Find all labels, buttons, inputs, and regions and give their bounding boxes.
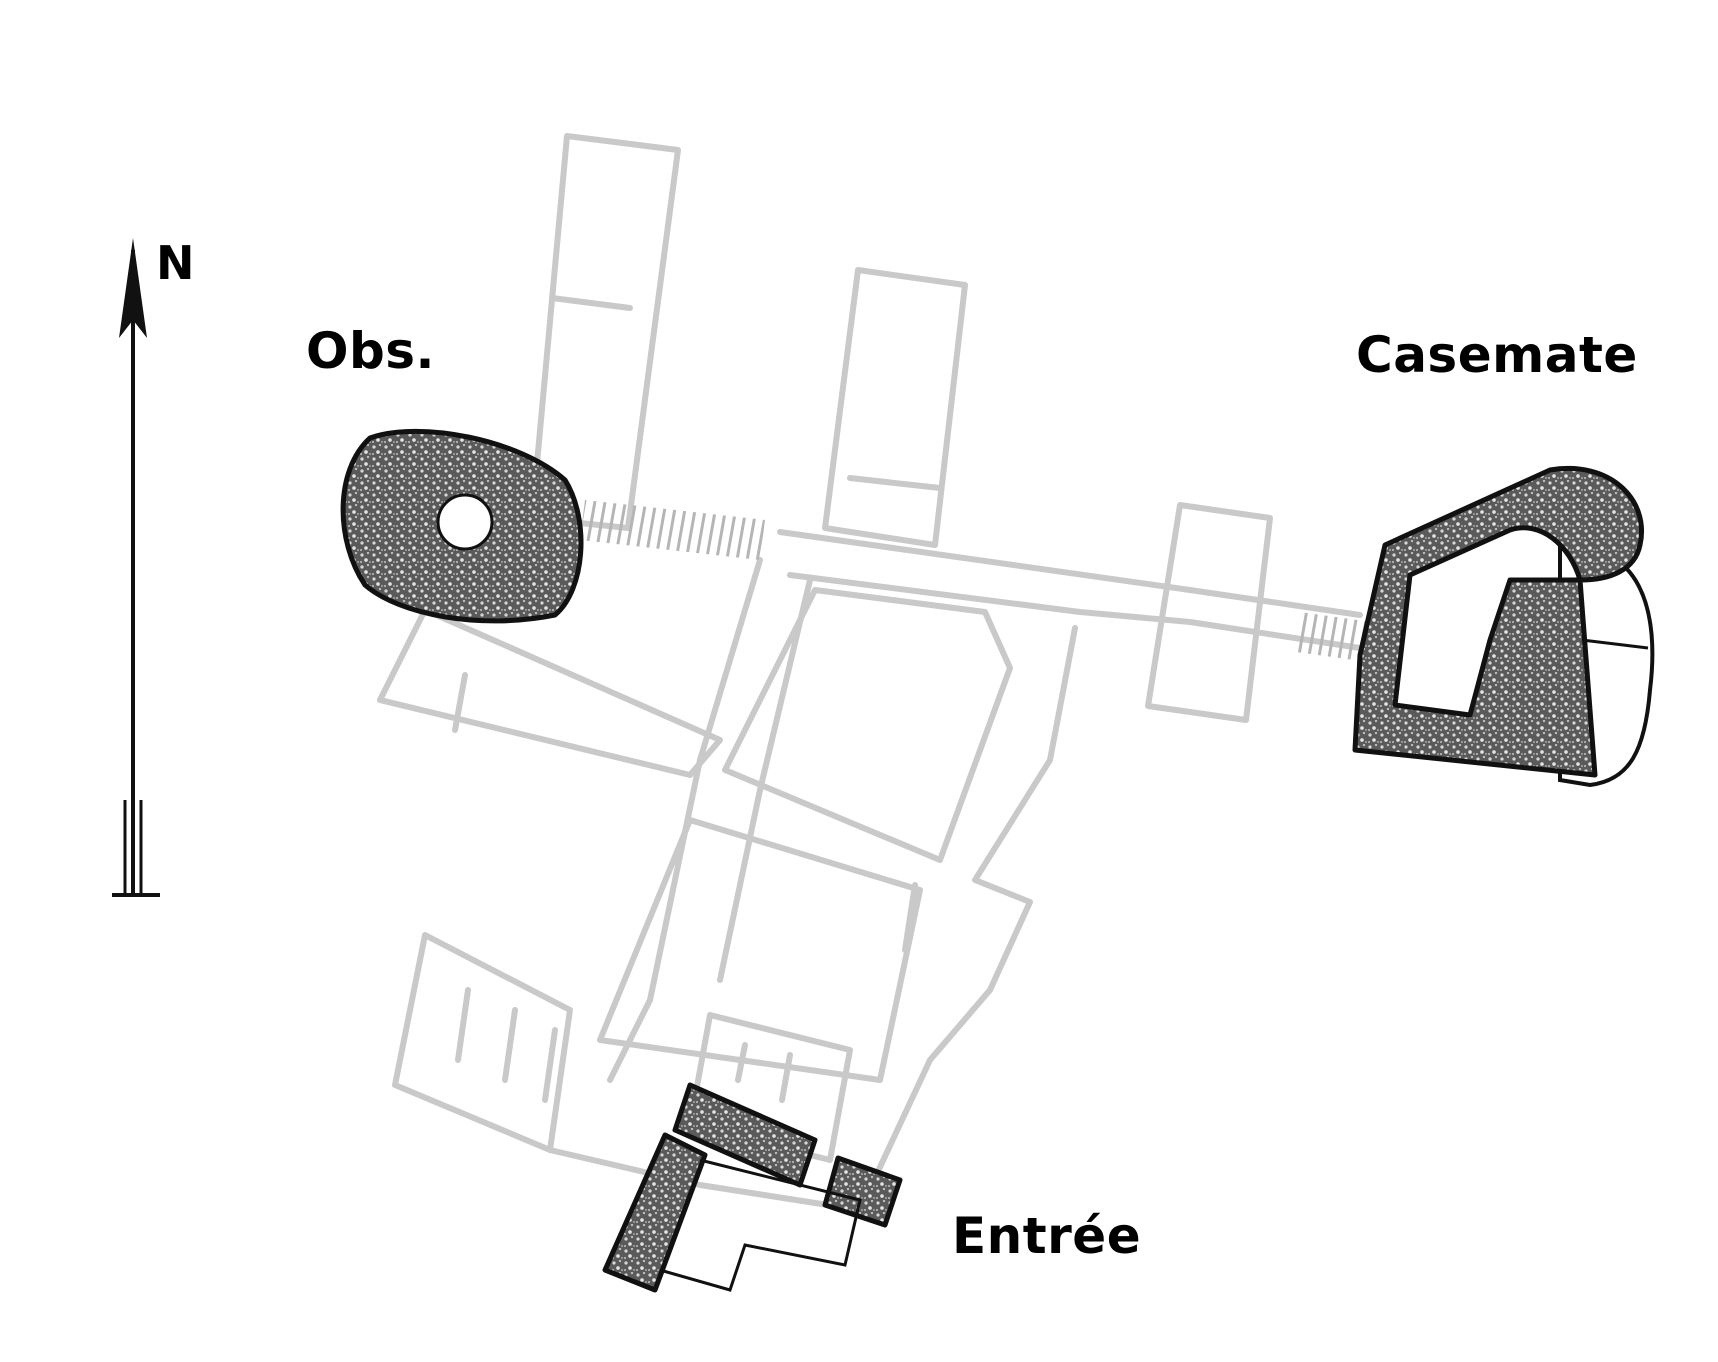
casemate-block bbox=[1352, 466, 1655, 788]
passage-obs bbox=[580, 500, 765, 560]
entrance-block bbox=[602, 1082, 903, 1293]
underground-galleries bbox=[377, 133, 1363, 1213]
north-arrow-icon bbox=[112, 238, 160, 897]
observation-block bbox=[340, 428, 584, 624]
passage-casemate bbox=[1296, 612, 1372, 662]
label-observation: Obs. bbox=[306, 322, 436, 380]
label-entrance: Entrée bbox=[952, 1207, 1142, 1265]
north-label: N bbox=[156, 236, 195, 290]
label-casemate: Casemate bbox=[1356, 326, 1638, 384]
